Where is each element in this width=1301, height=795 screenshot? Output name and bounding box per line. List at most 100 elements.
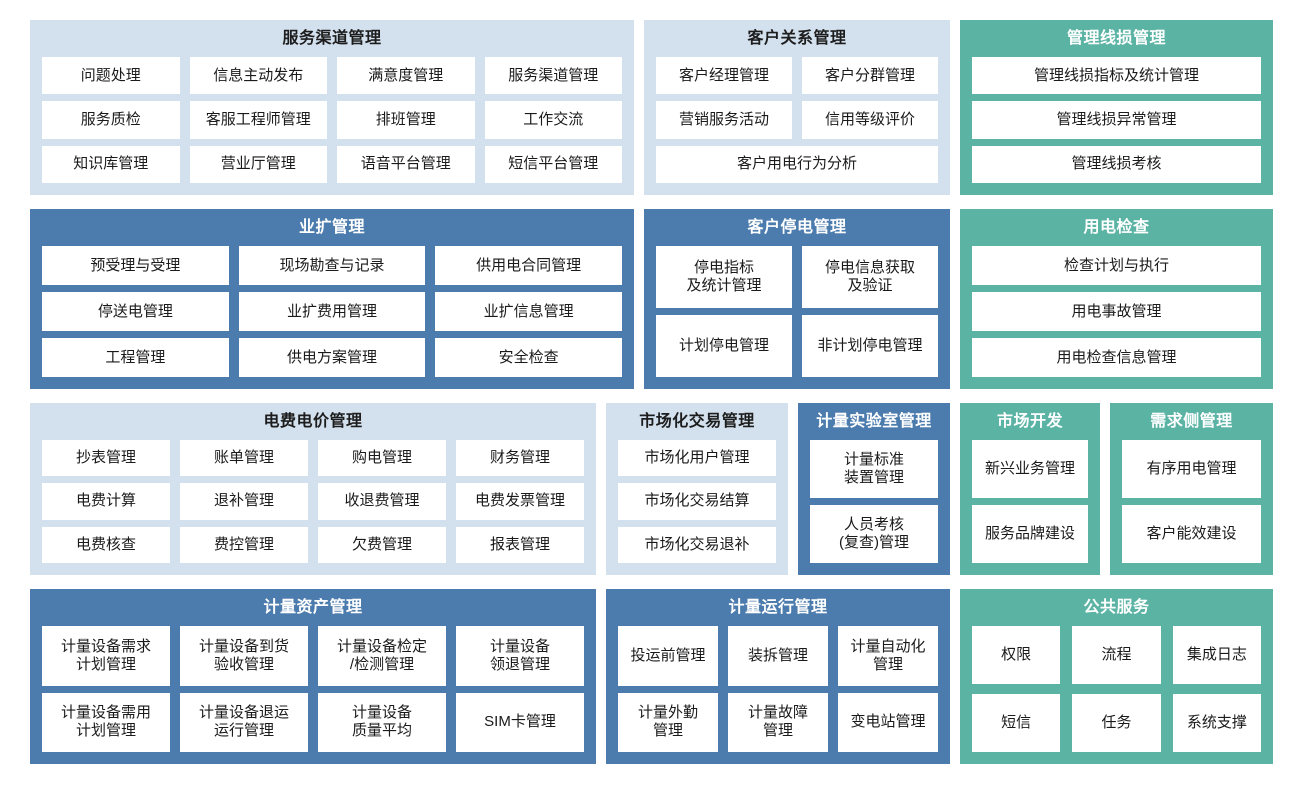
tile-item[interactable]: 信息主动发布 [189, 57, 327, 95]
tile-item[interactable]: 满意度管理 [337, 57, 475, 95]
tile-item[interactable]: 供电方案管理 [238, 338, 426, 377]
tile-grid: 客户经理管理 客户分群管理 营销服务活动 信用等级评价 客户用电行为分析 [656, 57, 938, 183]
tile-item[interactable]: 计量设备退运 运行管理 [180, 692, 308, 752]
tile-item[interactable]: 停送电管理 [42, 292, 229, 331]
panel-market-development[interactable]: 市场开发 新兴业务管理 服务品牌建设 [960, 403, 1100, 575]
tile-grid: 投运前管理 装拆管理 计量自动化 管理 计量外勤 管理 计量故障 管理 变电站管… [618, 626, 938, 752]
tile-item[interactable]: 退补管理 [180, 483, 308, 520]
panel-service-channel-management[interactable]: 服务渠道管理 问题处理 信息主动发布 满意度管理 服务渠道管理 服务质检 客服工… [30, 20, 634, 195]
panel-management-line-loss-management[interactable]: 管理线损管理 管理线损指标及统计管理 管理线损异常管理 管理线损考核 [960, 20, 1273, 195]
tile-item[interactable]: 电费计算 [42, 483, 170, 520]
tile-item[interactable]: 计量设备到货 验收管理 [180, 626, 308, 686]
tile-item[interactable]: 业扩费用管理 [238, 292, 426, 331]
tile-item[interactable]: 市场化用户管理 [618, 440, 776, 477]
tile-item[interactable]: 营销服务活动 [656, 101, 792, 139]
panel-customer-outage-management[interactable]: 客户停电管理 停电指标 及统计管理 停电信息获取 及验证 计划停电管理 非计划停… [644, 209, 950, 389]
panel-title: 管理线损管理 [1066, 30, 1166, 47]
tile-item[interactable]: 计量设备检定 /检测管理 [318, 626, 446, 686]
tile-item[interactable]: 营业厅管理 [189, 145, 327, 183]
tile-item[interactable]: 变电站管理 [838, 692, 938, 752]
tile-item[interactable]: 计量设备 领退管理 [456, 626, 584, 686]
tile-item[interactable]: 现场勘查与记录 [238, 246, 426, 285]
diagram-row-1: 服务渠道管理 问题处理 信息主动发布 满意度管理 服务渠道管理 服务质检 客服工… [30, 20, 1273, 195]
tile-item[interactable]: 计量故障 管理 [728, 692, 828, 752]
tile-item[interactable]: 工程管理 [42, 338, 229, 377]
tile-item[interactable]: 短信 [972, 694, 1061, 752]
tile-item[interactable]: 计量设备需用 计划管理 [42, 692, 170, 752]
tile-item[interactable]: 欠费管理 [318, 526, 446, 563]
tile-item[interactable]: 权限 [972, 626, 1061, 684]
tile-item[interactable]: 供用电合同管理 [435, 246, 622, 285]
tile-item[interactable]: 语音平台管理 [337, 145, 475, 183]
tile-item[interactable]: 电费核查 [42, 526, 170, 563]
tile-item[interactable]: 费控管理 [180, 526, 308, 563]
panel-metering-laboratory-management[interactable]: 计量实验室管理 计量标准 装置管理 人员考核 (复查)管理 [798, 403, 950, 575]
tile-item[interactable]: 检查计划与执行 [972, 246, 1261, 285]
tile-item[interactable]: 任务 [1072, 694, 1161, 752]
tile-item[interactable]: 业扩信息管理 [435, 292, 622, 331]
tile-item[interactable]: 信用等级评价 [802, 101, 938, 139]
tile-item[interactable]: 服务品牌建设 [972, 505, 1088, 563]
tile-item[interactable]: 有序用电管理 [1122, 440, 1261, 498]
tile-item[interactable]: 账单管理 [180, 440, 308, 477]
tile-item[interactable]: 安全检查 [435, 338, 622, 377]
tile-item[interactable]: 财务管理 [456, 440, 584, 477]
panel-power-usage-inspection[interactable]: 用电检查 检查计划与执行 用电事故管理 用电检查信息管理 [960, 209, 1273, 389]
panel-business-expansion-management[interactable]: 业扩管理 预受理与受理 现场勘查与记录 供用电合同管理 停送电管理 业扩费用管理… [30, 209, 634, 389]
panel-metering-asset-management[interactable]: 计量资产管理 计量设备需求 计划管理 计量设备到货 验收管理 计量设备检定 /检… [30, 589, 596, 764]
tile-item[interactable]: 装拆管理 [728, 626, 828, 686]
tile-item[interactable]: 客户能效建设 [1122, 505, 1261, 563]
tile-item[interactable]: 计量标准 装置管理 [810, 440, 938, 498]
tile-item[interactable]: 新兴业务管理 [972, 440, 1088, 498]
tile-grid: 计量标准 装置管理 人员考核 (复查)管理 [810, 440, 938, 563]
tile-item[interactable]: 服务质检 [42, 101, 180, 139]
panel-market-transaction-management[interactable]: 市场化交易管理 市场化用户管理 市场化交易结算 市场化交易退补 [606, 403, 788, 575]
tile-item[interactable]: 市场化交易退补 [618, 526, 776, 563]
tile-item[interactable]: SIM卡管理 [456, 692, 584, 752]
tile-item[interactable]: 电费发票管理 [456, 483, 584, 520]
panel-title: 计量运行管理 [728, 599, 828, 616]
tile-grid: 管理线损指标及统计管理 管理线损异常管理 管理线损考核 [972, 57, 1261, 183]
tile-item[interactable]: 人员考核 (复查)管理 [810, 505, 938, 563]
tile-item[interactable]: 用电事故管理 [972, 292, 1261, 331]
panel-electricity-fee-and-price-management[interactable]: 电费电价管理 抄表管理 账单管理 购电管理 财务管理 电费计算 退补管理 收退费… [30, 403, 596, 575]
panel-title: 需求侧管理 [1150, 413, 1233, 430]
tile-item[interactable]: 管理线损考核 [972, 145, 1261, 183]
tile-item[interactable]: 集成日志 [1172, 626, 1261, 684]
tile-item[interactable]: 服务渠道管理 [484, 57, 622, 95]
panel-customer-relationship-management[interactable]: 客户关系管理 客户经理管理 客户分群管理 营销服务活动 信用等级评价 客户用电行… [644, 20, 950, 195]
tile-item[interactable]: 计量外勤 管理 [618, 692, 718, 752]
tile-item[interactable]: 流程 [1072, 626, 1161, 684]
tile-grid: 预受理与受理 现场勘查与记录 供用电合同管理 停送电管理 业扩费用管理 业扩信息… [42, 246, 622, 377]
panel-metering-operation-management[interactable]: 计量运行管理 投运前管理 装拆管理 计量自动化 管理 计量外勤 管理 计量故障 … [606, 589, 950, 764]
tile-item[interactable]: 购电管理 [318, 440, 446, 477]
tile-item[interactable]: 计量设备 质量平均 [318, 692, 446, 752]
tile-item[interactable]: 抄表管理 [42, 440, 170, 477]
tile-item[interactable]: 管理线损指标及统计管理 [972, 57, 1261, 95]
tile-item[interactable]: 排班管理 [337, 101, 475, 139]
tile-item[interactable]: 投运前管理 [618, 626, 718, 686]
tile-item[interactable]: 客服工程师管理 [189, 101, 327, 139]
tile-item[interactable]: 报表管理 [456, 526, 584, 563]
panel-demand-side-management[interactable]: 需求侧管理 有序用电管理 客户能效建设 [1110, 403, 1273, 575]
tile-item[interactable]: 市场化交易结算 [618, 483, 776, 520]
tile-item[interactable]: 收退费管理 [318, 483, 446, 520]
tile-item[interactable]: 系统支撑 [1172, 694, 1261, 752]
tile-item[interactable]: 问题处理 [42, 57, 180, 95]
panel-public-service[interactable]: 公共服务 权限 流程 集成日志 短信 任务 系统支撑 [960, 589, 1273, 764]
tile-item[interactable]: 计量设备需求 计划管理 [42, 626, 170, 686]
tile-item[interactable]: 停电信息获取 及验证 [802, 246, 938, 308]
tile-item[interactable]: 工作交流 [484, 101, 622, 139]
tile-item[interactable]: 管理线损异常管理 [972, 101, 1261, 139]
tile-item[interactable]: 客户经理管理 [656, 57, 792, 95]
tile-item[interactable]: 停电指标 及统计管理 [656, 246, 792, 308]
tile-item[interactable]: 客户用电行为分析 [656, 145, 938, 183]
tile-item[interactable]: 知识库管理 [42, 145, 180, 183]
tile-item[interactable]: 计量自动化 管理 [838, 626, 938, 686]
tile-item[interactable]: 非计划停电管理 [802, 315, 938, 377]
tile-item[interactable]: 短信平台管理 [484, 145, 622, 183]
tile-item[interactable]: 用电检查信息管理 [972, 338, 1261, 377]
tile-item[interactable]: 计划停电管理 [656, 315, 792, 377]
tile-item[interactable]: 预受理与受理 [42, 246, 229, 285]
tile-item[interactable]: 客户分群管理 [802, 57, 938, 95]
